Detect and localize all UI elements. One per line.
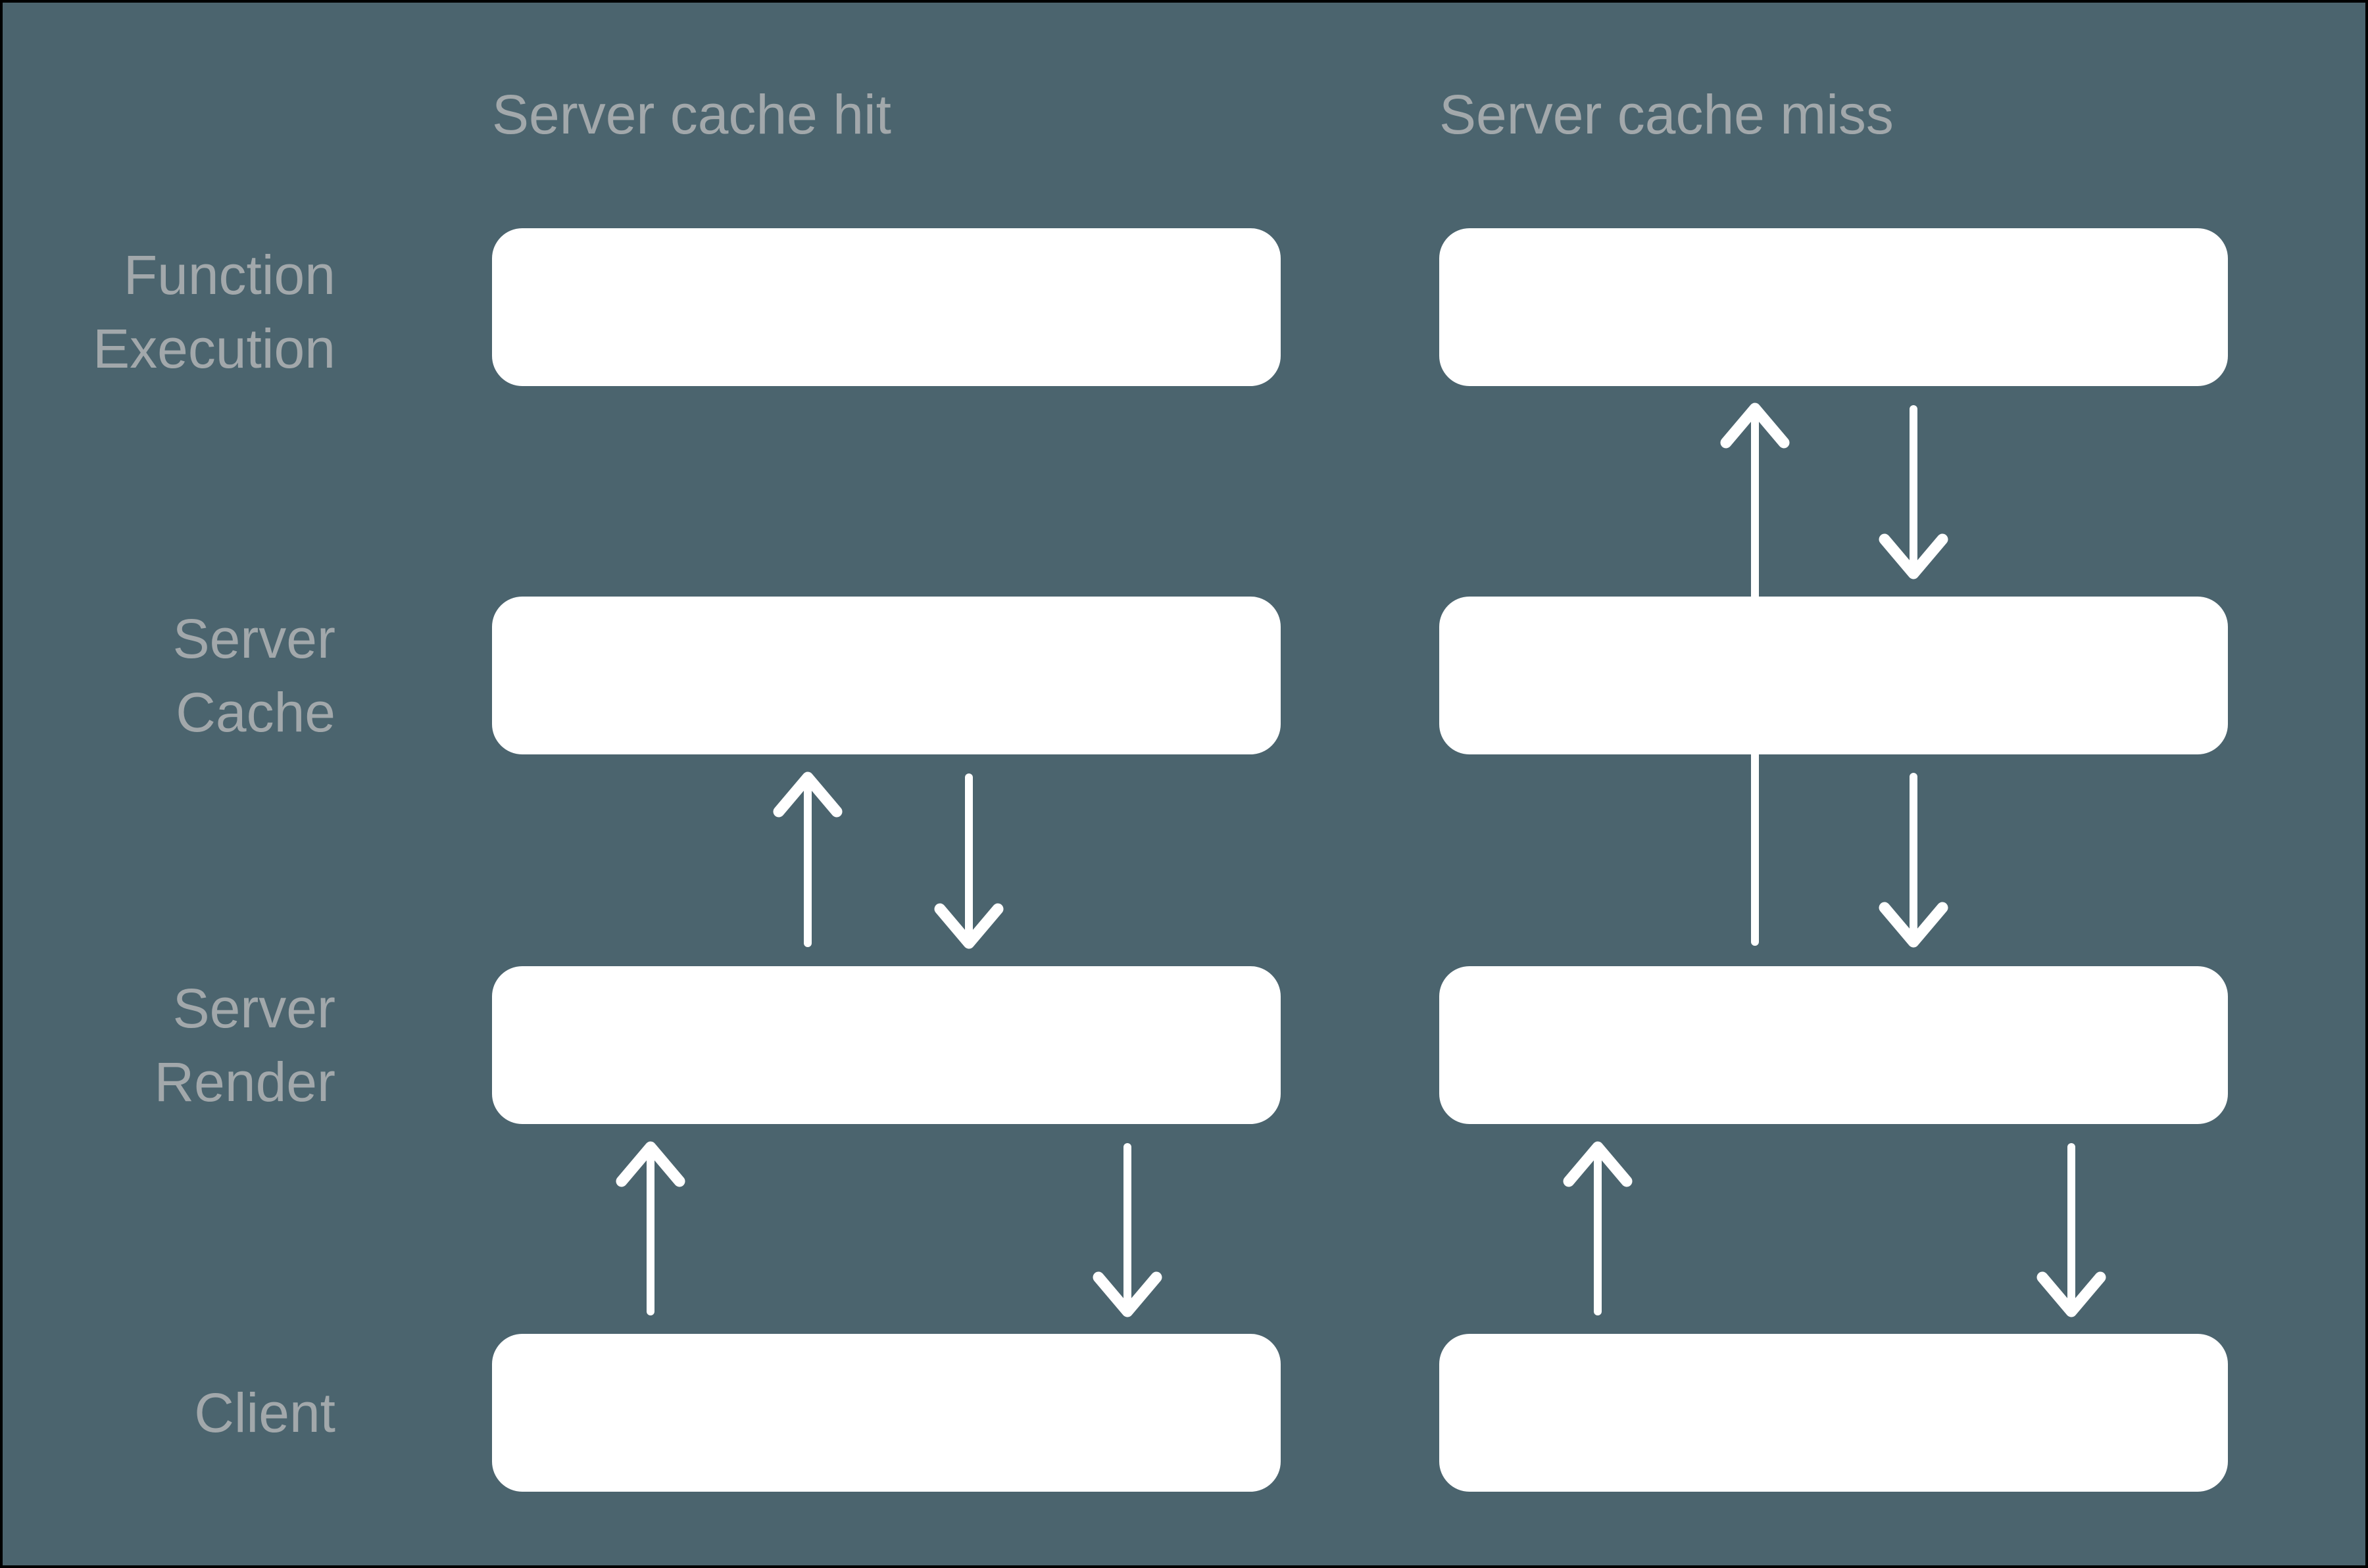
node-box-hit-server-render [492,966,1281,1124]
arrow-down-icon-hit-render-to-client [1093,1143,1162,1317]
arrow-down-icon-hit-cache-to-render [934,773,1004,949]
column-title-server-cache-hit: Server cache hit [492,84,891,145]
row-label-server-render: Server Render [154,977,335,1113]
arrow-down-icon-miss-render-to-client [2036,1143,2106,1317]
node-box-hit-client [492,1334,1281,1492]
node-box-miss-server-cache [1439,597,2228,754]
node-box-miss-client [1439,1334,2228,1492]
row-label-server-cache: Server Cache [172,608,335,743]
arrow-down-icon-miss-function-to-cache [1879,405,1948,579]
column-title-server-cache-miss: Server cache miss [1439,84,1894,145]
arrow-down-icon-miss-cache-to-render [1879,773,1948,948]
row-label-client: Client [194,1382,335,1444]
arrow-up-icon-hit-client-to-render [616,1141,685,1315]
arrow-up-icon-hit-render-to-cache [773,772,843,947]
node-box-miss-server-render [1439,966,2228,1124]
node-box-hit-function-execution [492,228,1281,386]
node-box-hit-server-cache [492,597,1281,754]
row-label-function-execution: Function Execution [93,244,335,380]
arrow-up-icon-miss-client-to-render [1563,1141,1633,1315]
node-box-miss-function-execution [1439,228,2228,386]
